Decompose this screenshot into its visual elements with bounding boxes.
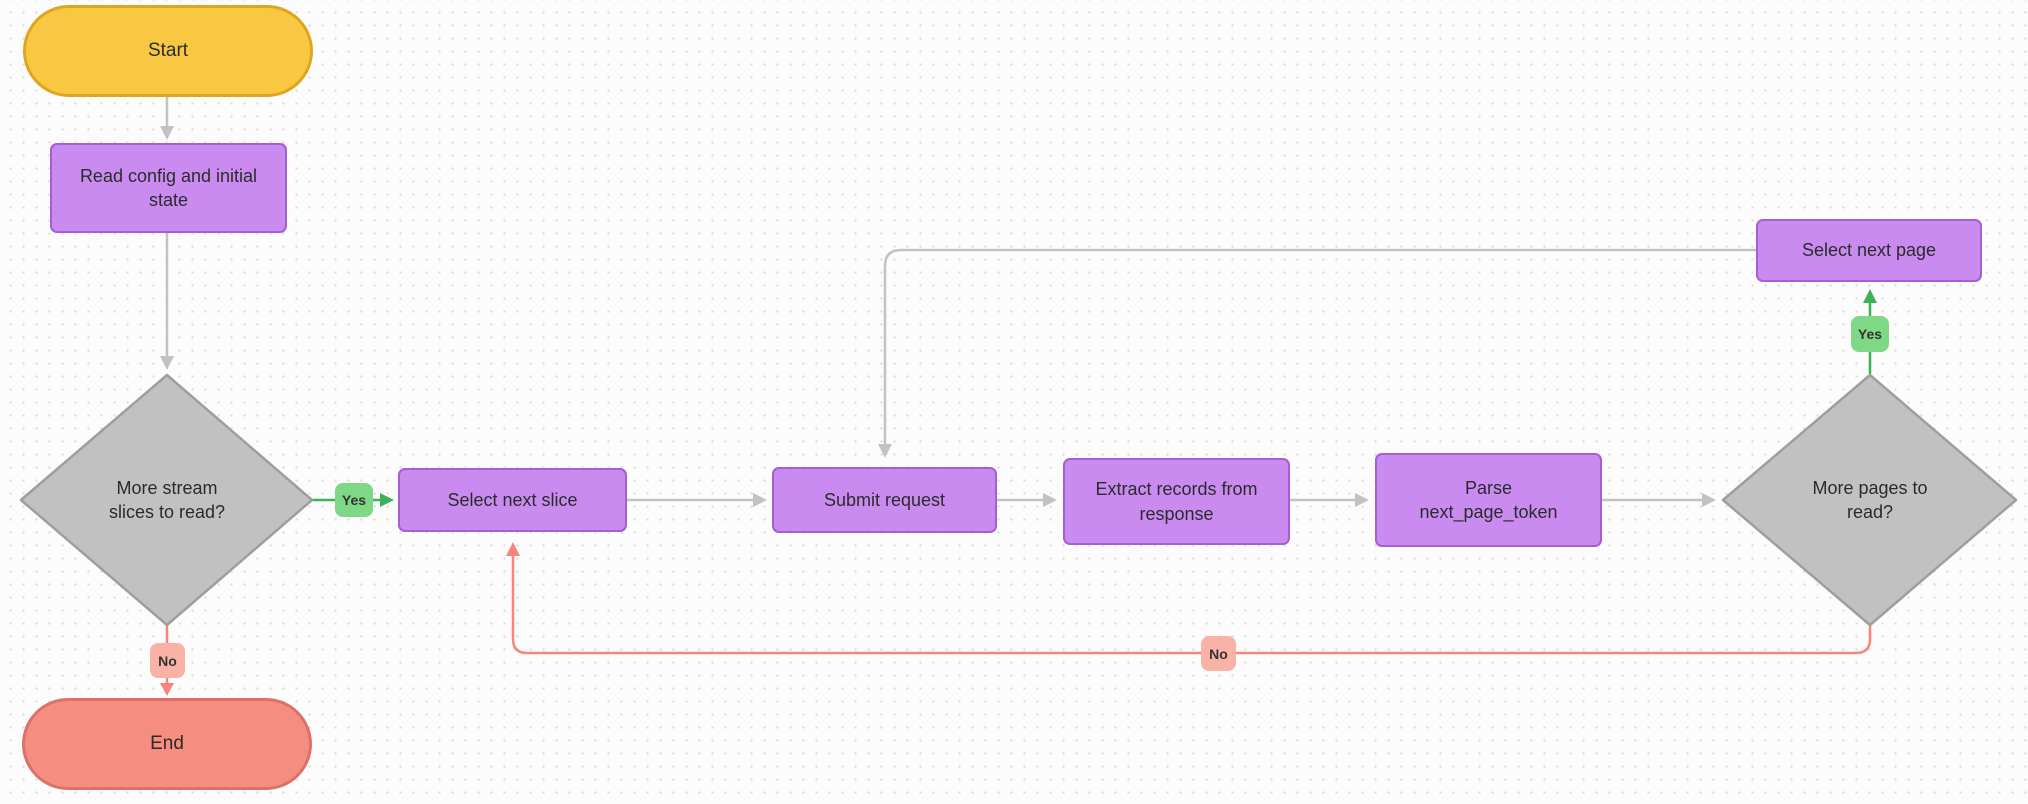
node-end-label: End <box>150 733 184 755</box>
node-select-next-page-label: Select next page <box>1801 240 1937 261</box>
arrowhead-more-pages-yes <box>1863 289 1877 303</box>
node-submit-request: Submit request <box>772 467 997 533</box>
node-select-next-page: Select next page <box>1756 219 1982 282</box>
node-select-next-slice: Select next slice <box>398 468 627 532</box>
node-more-pages-label: More pages to read? <box>1812 477 1928 522</box>
badge-slices-no: No <box>150 643 185 678</box>
node-submit-request-label: Submit request <box>823 489 946 510</box>
node-more-slices-label: More stream slices to read? <box>108 477 226 522</box>
badge-slices-no-label: No <box>158 652 177 669</box>
arrowhead-extract-records-to-parse-token <box>1355 493 1369 507</box>
badge-pages-no-label: No <box>1209 645 1228 662</box>
decision-more-pages-shape <box>1721 373 2018 627</box>
arrowhead-more-slices-yes <box>380 493 394 507</box>
badge-pages-yes: Yes <box>1851 316 1889 352</box>
badge-slices-yes-label: Yes <box>341 492 367 508</box>
arrowhead-parse-token-to-more-pages <box>1702 493 1716 507</box>
arrowhead-start-to-read-config <box>160 126 174 140</box>
node-end: End <box>22 698 312 790</box>
arrowhead-read-config-to-more-slices <box>160 356 174 370</box>
node-select-next-slice-label: Select next slice <box>447 489 578 510</box>
badge-pages-yes-label: Yes <box>1857 326 1883 342</box>
edge-select-next-page-to-submit-request <box>883 248 1756 445</box>
node-extract-records: Extract records from response <box>1063 458 1290 545</box>
node-read-config-label: Read config and initial state <box>79 165 258 210</box>
node-more-slices: More stream slices to read? <box>92 455 242 545</box>
node-more-pages: More pages to read? <box>1795 455 1945 545</box>
node-read-config: Read config and initial state <box>50 143 287 233</box>
node-extract-records-label: Extract records from response <box>1095 479 1258 524</box>
arrowhead-submit-request-to-extract-records <box>1043 493 1057 507</box>
arrowhead-select-next-slice-to-submit-request <box>753 493 767 507</box>
badge-slices-yes: Yes <box>335 483 373 517</box>
node-start-label: Start <box>147 40 189 62</box>
node-parse-token: Parse next_page_token <box>1375 453 1602 547</box>
edge-more-pages-no-to-select-next-slice <box>511 554 1872 655</box>
arrowhead-more-pages-no <box>506 542 520 556</box>
decision-more-slices-shape <box>19 373 314 627</box>
arrowhead-more-slices-no <box>160 683 174 696</box>
arrowhead-select-next-page-to-submit-request <box>878 444 892 458</box>
node-start: Start <box>23 5 313 97</box>
node-parse-token-label: Parse next_page_token <box>1419 477 1558 522</box>
badge-pages-no: No <box>1201 636 1236 671</box>
